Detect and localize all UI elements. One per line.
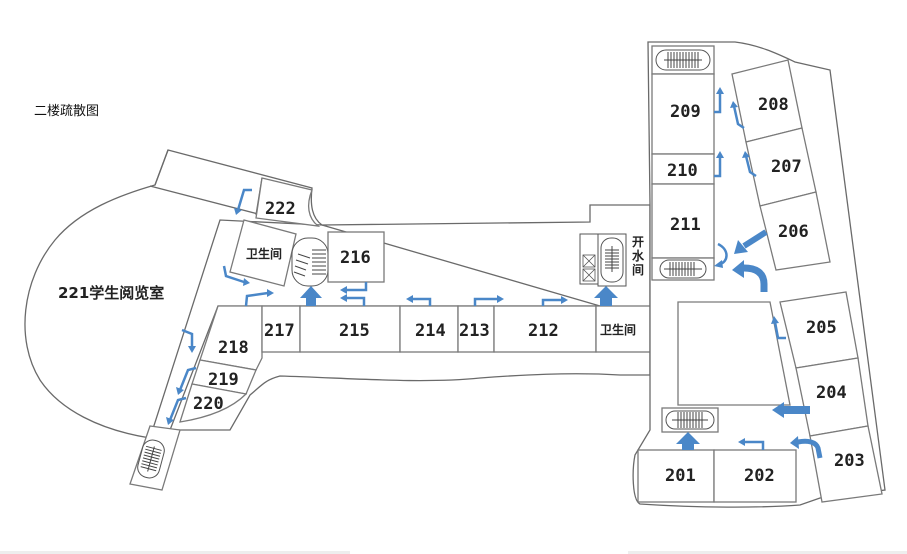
arrow-icon: [181, 328, 194, 348]
arrow-icon: [714, 92, 722, 114]
room-211-label: 211: [670, 215, 701, 235]
room-205-label: 205: [806, 318, 837, 338]
room-202[interactable]: [713, 449, 797, 503]
arrow-head-icon: [340, 286, 347, 294]
room-219-label: 219: [208, 370, 239, 390]
arrow-icon: [168, 396, 187, 421]
arrow-icon: [222, 265, 245, 284]
room-203[interactable]: [809, 425, 883, 503]
room-217-label: 217: [264, 321, 295, 341]
arrow-head-icon: [732, 260, 744, 278]
room-222[interactable]: [255, 177, 321, 227]
arrow-icon: [244, 291, 269, 307]
map-title: 二楼疏散图: [34, 104, 100, 119]
evacuation-arrows: [166, 87, 823, 459]
footer-bar-left: [0, 551, 350, 554]
arrow-head-icon: [176, 387, 184, 395]
room-218-label: 218: [218, 338, 249, 358]
arrow-head-icon: [790, 436, 799, 449]
arrow-head-icon: [734, 240, 748, 254]
room-216[interactable]: [327, 231, 385, 283]
reading-room-outline: [24, 149, 325, 439]
room-215-label: 215: [339, 321, 370, 341]
arrow-icon: [797, 438, 823, 459]
big-arrow-left-icon: [772, 402, 810, 418]
arrow-icon: [412, 297, 432, 306]
arrow-head-icon: [716, 87, 724, 94]
atrium: [677, 301, 791, 406]
room-206-label: 206: [778, 222, 809, 242]
restroom-east-label: 卫生间: [600, 322, 636, 337]
arrow-head-icon: [243, 278, 250, 286]
arrow-icon: [744, 155, 757, 178]
arrow-head-icon: [497, 295, 504, 303]
arrow-icon: [178, 366, 197, 391]
arrow-icon: [743, 264, 768, 292]
arrow-head-icon: [340, 294, 347, 302]
room-210[interactable]: [651, 153, 715, 185]
room-216-label: 216: [340, 248, 371, 268]
room-202-label: 202: [744, 466, 775, 486]
water-room-label-3: 间: [632, 262, 644, 277]
room-221-label: 221学生阅览室: [58, 284, 164, 302]
big-arrow-up-icon: [594, 286, 618, 306]
arrow-head-icon: [188, 346, 196, 353]
room-212-label: 212: [528, 321, 559, 341]
arrow-head-icon: [771, 316, 779, 324]
arrow-head-icon: [730, 101, 738, 108]
big-arrow-up-icon: [300, 286, 322, 306]
arrow-icon: [346, 296, 366, 306]
room-214-label: 214: [415, 321, 446, 341]
arrow-head-icon: [742, 151, 750, 158]
room-213[interactable]: [457, 305, 495, 353]
room-209-label: 209: [670, 102, 701, 122]
room-203-label: 203: [834, 451, 865, 471]
room-213-label: 213: [459, 321, 490, 341]
arrow-head-icon: [406, 295, 413, 303]
arrow-icon: [541, 298, 562, 306]
room-206[interactable]: [759, 191, 831, 271]
arrow-head-icon: [714, 260, 723, 268]
arrow-icon: [744, 440, 765, 450]
room-220[interactable]: [179, 383, 248, 423]
restroom-west-label: 卫生间: [246, 246, 282, 261]
restroom-east[interactable]: [595, 305, 651, 353]
arrow-icon: [714, 156, 722, 178]
arrow-icon: [742, 229, 768, 249]
big-arrow-up-icon: [676, 432, 700, 450]
room-204-label: 204: [816, 383, 847, 403]
arrow-icon: [236, 188, 252, 211]
room-209[interactable]: [651, 73, 715, 155]
water-room-label-2: 水: [632, 248, 645, 263]
arrow-head-icon: [234, 208, 242, 215]
room-208-label: 208: [758, 95, 789, 115]
arrow-icon: [473, 297, 498, 306]
room-201[interactable]: [637, 449, 715, 503]
room-220-label: 220: [193, 394, 224, 414]
room-207-label: 207: [771, 157, 802, 177]
room-210-label: 210: [667, 161, 698, 181]
arrow-icon: [773, 321, 786, 340]
arrow-head-icon: [716, 151, 724, 158]
arrow-icon: [732, 105, 745, 130]
arrow-icon: [346, 282, 368, 292]
room-222-label: 222: [265, 199, 296, 219]
arrow-head-icon: [166, 417, 174, 425]
arrow-head-icon: [267, 289, 274, 297]
room-201-label: 201: [665, 466, 696, 486]
restroom-west[interactable]: [229, 219, 297, 287]
arrow-head-icon: [561, 296, 568, 304]
room-215[interactable]: [299, 305, 401, 353]
footer-bar-right: [628, 551, 907, 554]
water-room-label-1: 开: [632, 235, 644, 249]
arrow-head-icon: [738, 438, 745, 446]
room-218[interactable]: [199, 305, 263, 371]
